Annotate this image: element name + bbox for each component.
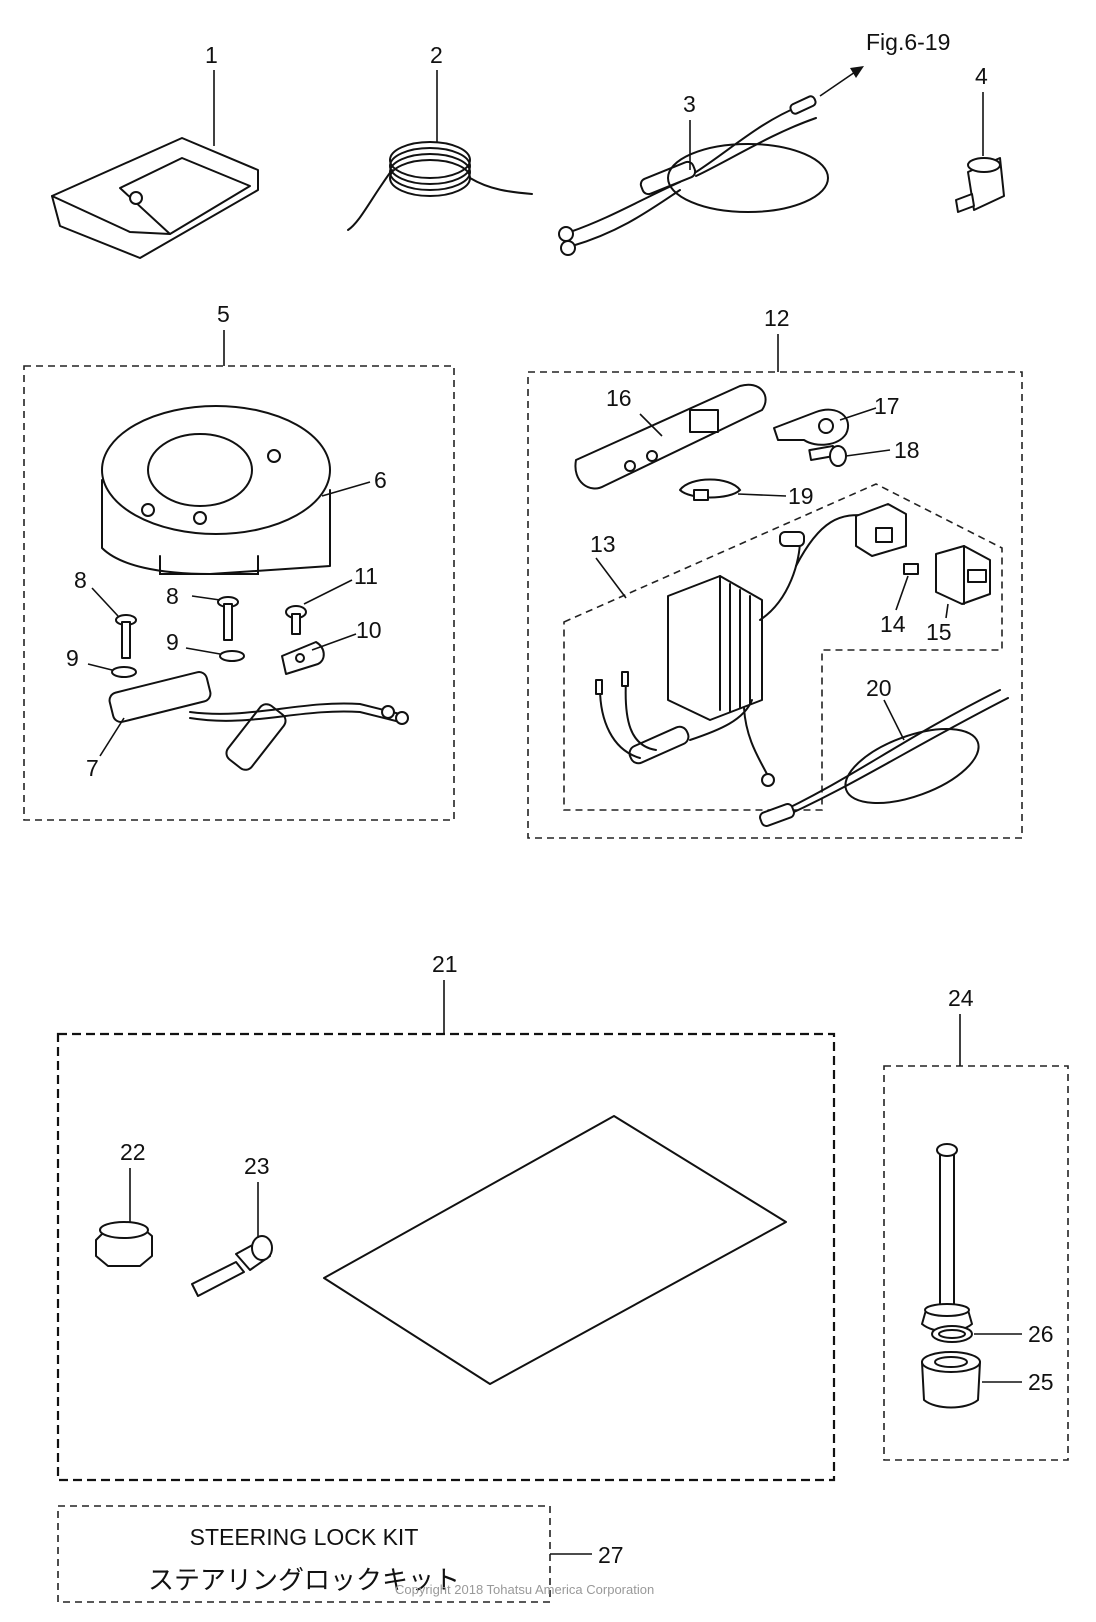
leader-8b	[191, 595, 221, 601]
leader-10	[311, 633, 357, 651]
leader-17	[839, 407, 877, 421]
callout-21: 21	[432, 951, 458, 977]
stator-coil-part	[108, 671, 409, 771]
callout-4: 4	[975, 63, 988, 89]
knob-part	[955, 157, 1005, 213]
cord-20-part	[759, 689, 1009, 827]
callout-27: 27	[598, 1542, 624, 1568]
leader-9b	[185, 647, 221, 655]
leader-18	[845, 449, 891, 457]
tool-bag-part	[51, 137, 259, 259]
callout-15: 15	[926, 619, 952, 645]
callout-12: 12	[764, 305, 790, 331]
callout-23: 23	[244, 1153, 270, 1179]
callout-10: 10	[356, 617, 382, 643]
bracket-16-part	[574, 383, 767, 490]
clamp-17-part	[773, 408, 849, 446]
callout-7: 7	[86, 755, 99, 781]
callout-25: 25	[1028, 1369, 1054, 1395]
plug-22-part	[95, 1221, 153, 1267]
callout-24: 24	[948, 985, 974, 1011]
callout-26: 26	[1028, 1321, 1054, 1347]
callout-6: 6	[374, 467, 387, 493]
screw-8a-part	[115, 614, 137, 659]
callout-1: 1	[205, 42, 218, 68]
fuse-holder-15-part	[935, 545, 991, 605]
fig-ref-arrow	[819, 69, 859, 97]
fuse-14-part	[903, 563, 919, 575]
clip-19-part	[679, 478, 742, 501]
group-21-box	[56, 1032, 836, 1482]
callout-13: 13	[590, 531, 616, 557]
group-12-box	[527, 371, 1023, 839]
callout-5: 5	[217, 301, 230, 327]
clamp-10-part	[281, 641, 325, 675]
coiled-cord-part	[347, 141, 533, 231]
group-13-box	[563, 483, 1003, 811]
screw-23-part	[191, 1235, 273, 1297]
group-5-box	[23, 365, 455, 821]
callout-2: 2	[430, 42, 443, 68]
cable-harness-part	[558, 95, 829, 256]
ring-26-part	[931, 1325, 973, 1343]
callout-9a: 9	[66, 645, 79, 671]
callout-19: 19	[788, 483, 814, 509]
leader-13	[595, 557, 627, 599]
callout-11: 11	[354, 563, 378, 589]
bolt-18-part	[808, 444, 847, 467]
leader-15	[945, 603, 949, 619]
gasket-sheet-part	[323, 1115, 787, 1385]
leader-16	[639, 413, 663, 437]
leader-19	[737, 493, 787, 497]
leader-7	[99, 717, 125, 757]
callout-16: 16	[606, 385, 632, 411]
callout-20: 20	[866, 675, 892, 701]
callout-17: 17	[874, 393, 900, 419]
valve-stem-part	[921, 1143, 973, 1333]
bolt-11-part	[285, 605, 307, 635]
callout-14: 14	[880, 611, 906, 637]
callout-8a: 8	[74, 567, 87, 593]
screw-8b-part	[217, 596, 239, 641]
regulator-13-part	[595, 503, 907, 787]
steering-lock-kit-label: STEERING LOCK KIT	[189, 1524, 419, 1550]
steering-lock-kit-label-japanese: ステアリングロックキット	[147, 1566, 460, 1596]
callout-22: 22	[120, 1139, 146, 1165]
fig-ref-arrowhead	[850, 66, 864, 78]
leader-9a	[87, 663, 113, 671]
leader-14	[895, 575, 909, 611]
callout-9b: 9	[166, 629, 179, 655]
callout-18: 18	[894, 437, 920, 463]
leader-20	[883, 699, 905, 741]
callout-8b: 8	[166, 583, 179, 609]
washer-9a-part	[111, 666, 137, 678]
copyright-notice: Copyright 2018 Tohatsu America Corporati…	[395, 1582, 655, 1597]
nut-25-part	[921, 1351, 981, 1409]
fig-reference: Fig.6-19	[866, 29, 950, 55]
leader-8a	[91, 587, 119, 617]
leader-11	[303, 579, 353, 605]
leader-6	[321, 481, 371, 497]
flywheel-part	[101, 405, 331, 575]
callout-3: 3	[683, 91, 696, 117]
washer-9b-part	[219, 650, 245, 662]
